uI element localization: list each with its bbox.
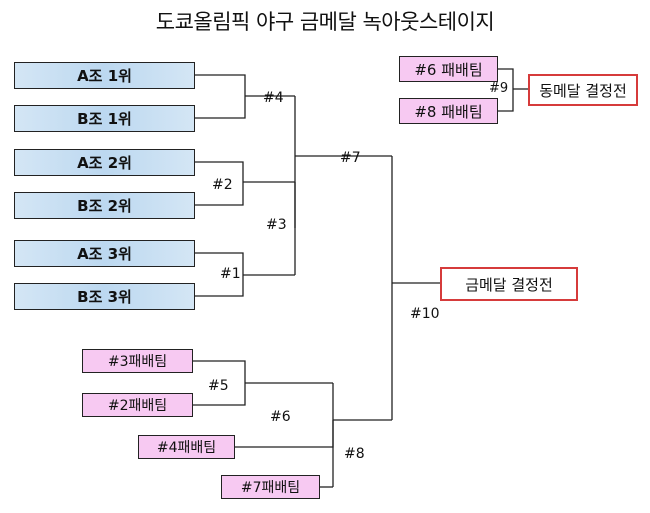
loser-game-8: #8 패배팀 — [399, 98, 498, 124]
loser-game-4: #4패배팀 — [138, 435, 235, 459]
label-game-8: #8 — [344, 446, 365, 462]
seed-b1: B조 1위 — [14, 105, 195, 132]
line-game-4 — [195, 74, 246, 119]
label-game-7: #7 — [340, 150, 361, 166]
seed-a1: A조 1위 — [14, 62, 195, 89]
seed-a3: A조 3위 — [14, 240, 195, 267]
bronze-medal-match: 동메달 결정전 — [528, 74, 638, 106]
label-game-9: #9 — [489, 81, 509, 96]
line-game-9 — [498, 68, 514, 112]
line-game-2 — [195, 161, 244, 206]
gold-medal-match: 금메달 결정전 — [440, 267, 578, 301]
loser-game-3: #3패배팀 — [82, 349, 193, 373]
loser-game-6: #6 패배팀 — [399, 56, 498, 82]
page-title: 도쿄올림픽 야구 금메달 녹아웃스테이지 — [155, 10, 495, 34]
loser-game-2: #2패배팀 — [82, 393, 193, 417]
label-game-3: #3 — [266, 217, 287, 233]
loser-game-7: #7패배팀 — [221, 475, 320, 499]
label-game-2: #2 — [212, 177, 233, 193]
label-game-5: #5 — [208, 378, 229, 394]
seed-a2: A조 2위 — [14, 149, 195, 176]
seed-b2: B조 2위 — [14, 192, 195, 219]
label-game-6: #6 — [270, 409, 291, 425]
label-game-1: #1 — [220, 266, 241, 282]
seed-b3: B조 3위 — [14, 283, 195, 310]
label-game-4: #4 — [263, 90, 284, 106]
label-game-10: #10 — [410, 306, 440, 322]
